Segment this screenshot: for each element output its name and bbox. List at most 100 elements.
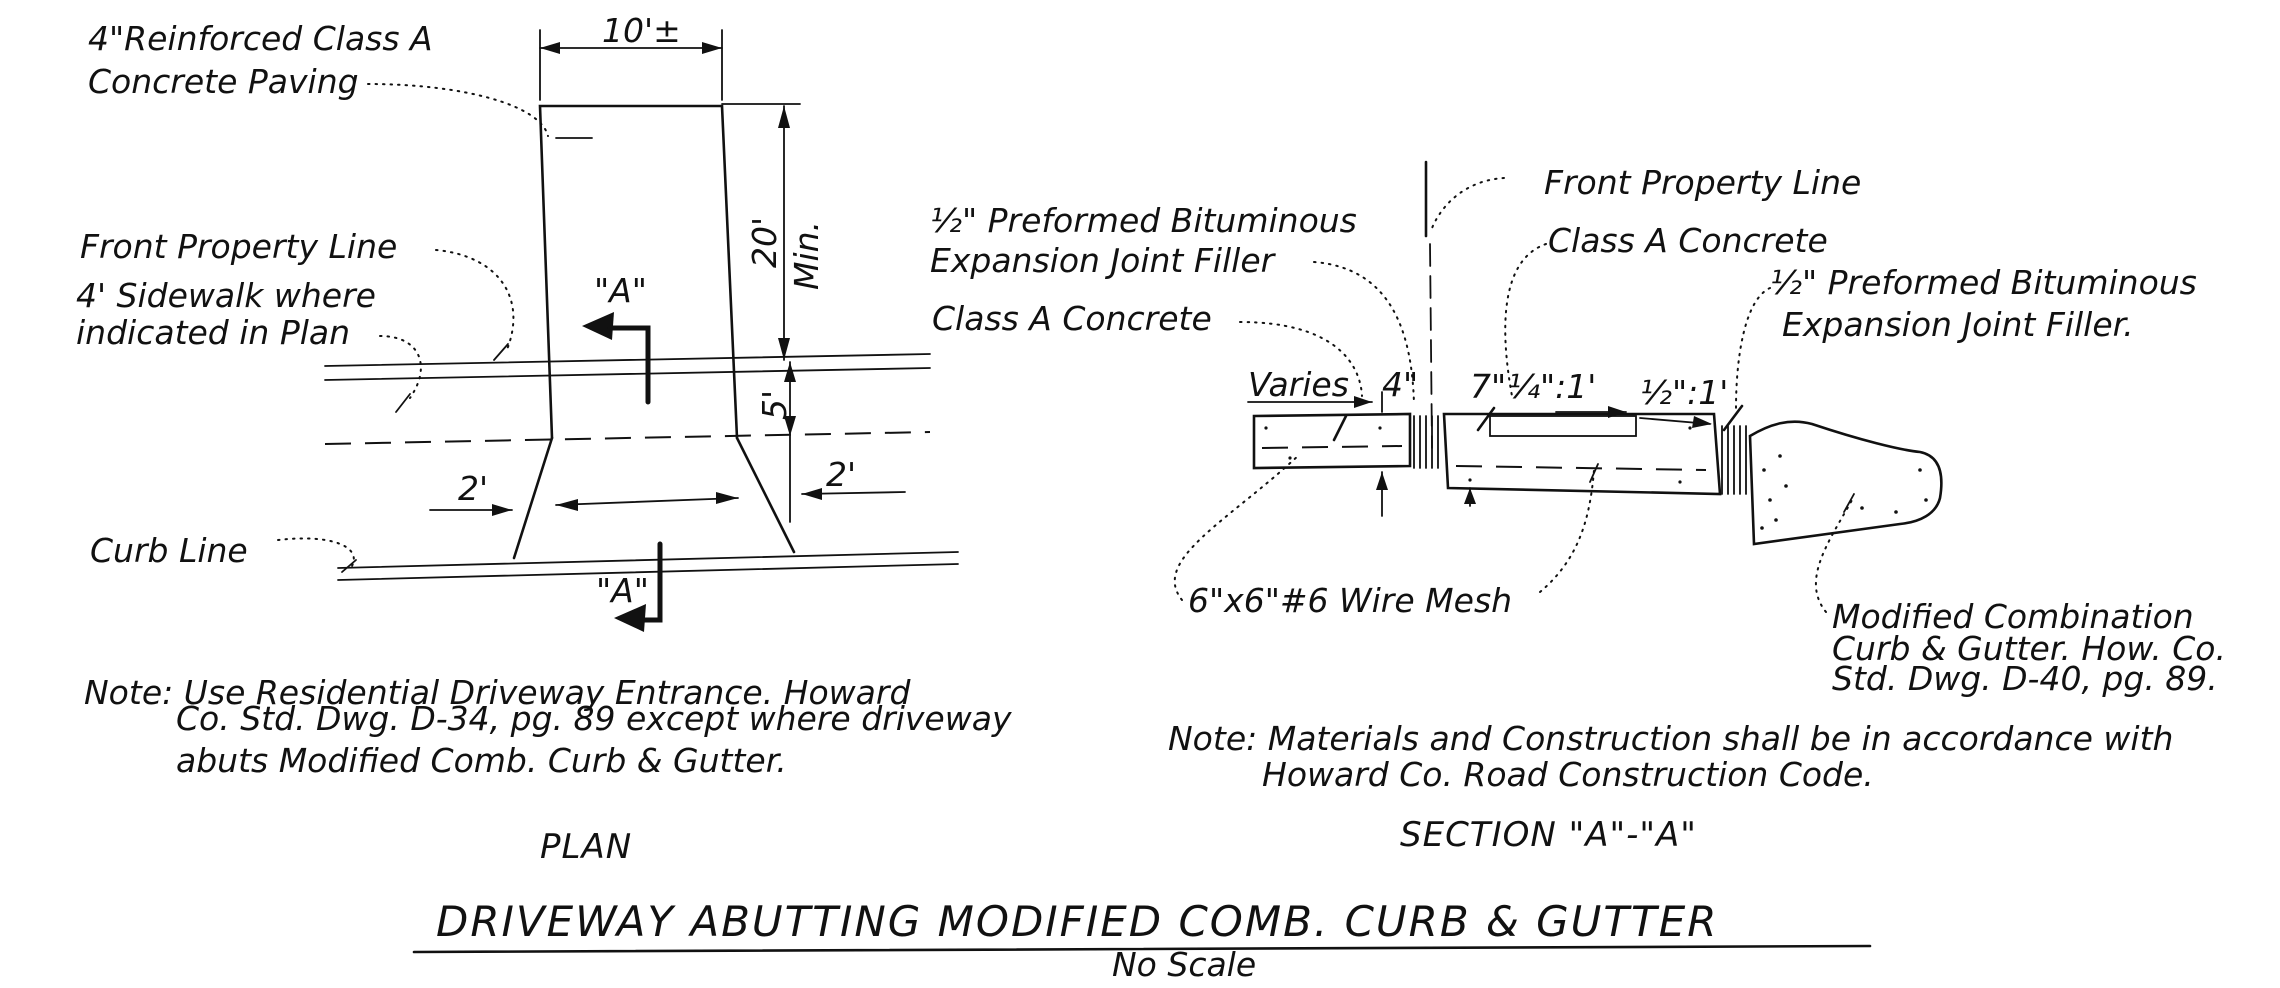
section-property-line-leader: [1431, 177, 1505, 229]
flare-left-dim-label: 2': [458, 469, 488, 508]
curb-line-leader: [277, 537, 355, 567]
width-dim-label: 10'±: [602, 11, 681, 50]
section-note-line-2: Howard Co. Road Construction Code.: [1262, 755, 1874, 794]
flare-right: [735, 436, 796, 554]
joint-filler-right-label-2: Expansion Joint Filler.: [1782, 305, 2134, 344]
flare-right-dim-arrow: [802, 488, 822, 500]
flare-left: [512, 436, 554, 560]
thickness-4-label: 4": [1382, 365, 1418, 404]
driveway-slab: [1442, 412, 1722, 496]
joint-filler-left-label-2: Expansion Joint Filler: [930, 241, 1277, 280]
sidewalk-front-line: [324, 431, 931, 445]
curb-label-line-2: Curb & Gutter. How. Co.: [1832, 629, 2226, 668]
sidewalk-dim-arrow-bottom: [784, 416, 796, 436]
flare-dim-arrow-left: [556, 499, 578, 511]
depth-dim-label: 20': [745, 217, 784, 268]
property-line-leader: [435, 249, 515, 353]
slope-2-slash: [1722, 404, 1744, 432]
joint-filler-left: [1413, 415, 1439, 469]
joint-filler-right-leader: [1735, 287, 1771, 409]
sidewalk-label-line-1: 4' Sidewalk where: [76, 276, 376, 315]
joint-filler-left-leader: [1313, 261, 1415, 405]
curb-line-1: [337, 551, 959, 569]
paving-leader: [367, 83, 549, 137]
section-mark-bottom-leg: [637, 541, 663, 623]
sidewalk-leader-tick: [395, 393, 411, 413]
wire-mesh-leader-tick: [1589, 463, 1599, 483]
width-dim-arrow-left: [540, 42, 560, 54]
section-mark-top-label: "A": [594, 271, 647, 310]
concrete-left-label: Class A Concrete: [932, 299, 1212, 338]
curb-label-line-3: Std. Dwg. D-40, pg. 89.: [1832, 659, 2218, 698]
depth-dim-arrow-top: [778, 106, 790, 128]
plan-view: 10'± 20' Min. 5' 2' 2' "A" "A" 4"Reinfor…: [76, 11, 1012, 867]
width-dim-arrow-right: [702, 42, 722, 54]
varies-dim-slash: [1332, 414, 1348, 442]
plan-note-line-1: Note: Use Residential Driveway Entrance.…: [84, 673, 911, 712]
slope-1-label: ¼":1': [1508, 367, 1596, 406]
drawing-title-underline: [412, 944, 1872, 954]
sidewalk-back-line: [324, 367, 931, 381]
section-mark-top-leg: [607, 325, 651, 405]
flare-left-dim-arrow: [492, 504, 512, 516]
curb-label-leader-tick: [1843, 493, 1855, 513]
slope-2-arrowhead: [1692, 416, 1712, 428]
concrete-left-leader: [1239, 321, 1363, 397]
sidewalk-slab: [1252, 412, 1412, 470]
curb-label-line-1: Modified Combination: [1832, 597, 2194, 636]
depth-dim-min-label: Min.: [787, 221, 826, 290]
drawing-title: DRIVEWAY ABUTTING MODIFIED COMB. CURB & …: [436, 897, 1718, 946]
section-view: Front Property Line ½" Preformed Bitumin…: [930, 160, 2226, 855]
thickness-4-arrow: [1376, 472, 1388, 490]
curb-gutter-profile: [1748, 420, 1943, 546]
sidewalk-dim-arrow-top: [784, 362, 796, 382]
sidewalk-slab-mesh: [1261, 445, 1403, 449]
varies-dim-arrow: [1354, 396, 1372, 408]
curb-line-label: Curb Line: [90, 531, 248, 570]
section-mark-bottom-label: "A": [596, 571, 649, 610]
depth-dim-arrow-bottom: [778, 338, 790, 360]
property-line: [324, 353, 931, 367]
paving-label-line-1: 4"Reinforced Class A: [88, 19, 433, 58]
concrete-center-leader: [1504, 243, 1547, 397]
concrete-center-label: Class A Concrete: [1548, 221, 1828, 260]
driveway-slab-mesh: [1455, 465, 1707, 471]
curb-label-leader: [1815, 499, 1853, 613]
curb-line-2: [337, 563, 959, 581]
flare-right-dim-label: 2': [826, 455, 856, 494]
section-property-line-lower: [1429, 243, 1433, 449]
driveway-slab-top-rect: [1489, 415, 1637, 437]
thickness-7-slash: [1476, 406, 1496, 432]
plan-note-line-2: Co. Std. Dwg. D-34, pg. 89 except where …: [176, 699, 1012, 738]
section-property-line-label: Front Property Line: [1544, 163, 1861, 202]
joint-filler-right: [1721, 425, 1747, 495]
curb-stipple: [1264, 426, 1928, 530]
section-note-line-1: Note: Materials and Construction shall b…: [1168, 719, 2173, 758]
plan-view-title: PLAN: [540, 827, 632, 867]
wire-mesh-label: 6"x6"#6 Wire Mesh: [1188, 581, 1512, 620]
section-mark-top-arrow: [582, 312, 614, 340]
sidewalk-leader: [379, 335, 422, 399]
slope-2-label: ½":1': [1640, 373, 1728, 412]
drawing-subtitle: No Scale: [1112, 945, 1256, 984]
sidewalk-dim-label: 5': [755, 390, 794, 420]
slope-1-arrowhead: [1608, 406, 1626, 418]
paving-label-line-2: Concrete Paving: [88, 62, 359, 101]
thickness-7-arrow: [1464, 488, 1476, 504]
property-line-leader-tick: [493, 343, 509, 361]
curb-line-leader-tick: [341, 559, 357, 573]
wire-mesh-leader-left: [1174, 453, 1301, 601]
section-view-title: SECTION "A"-"A": [1400, 815, 1697, 855]
property-line-label: Front Property Line: [80, 227, 397, 266]
joint-filler-right-label-1: ½" Preformed Bituminous: [1770, 263, 2197, 302]
varies-dim-label: Varies: [1248, 365, 1349, 404]
title-block: DRIVEWAY ABUTTING MODIFIED COMB. CURB & …: [412, 897, 1872, 984]
wire-mesh-leader-right: [1539, 469, 1595, 593]
thickness-7-label: 7": [1470, 367, 1506, 406]
flare-dim-line: [555, 497, 739, 506]
driveway-paving-outline: [538, 104, 739, 440]
plan-note-line-3: abuts Modified Comb. Curb & Gutter.: [176, 741, 787, 780]
section-mark-bottom-arrow: [614, 604, 646, 632]
sidewalk-label-line-2: indicated in Plan: [76, 313, 350, 352]
